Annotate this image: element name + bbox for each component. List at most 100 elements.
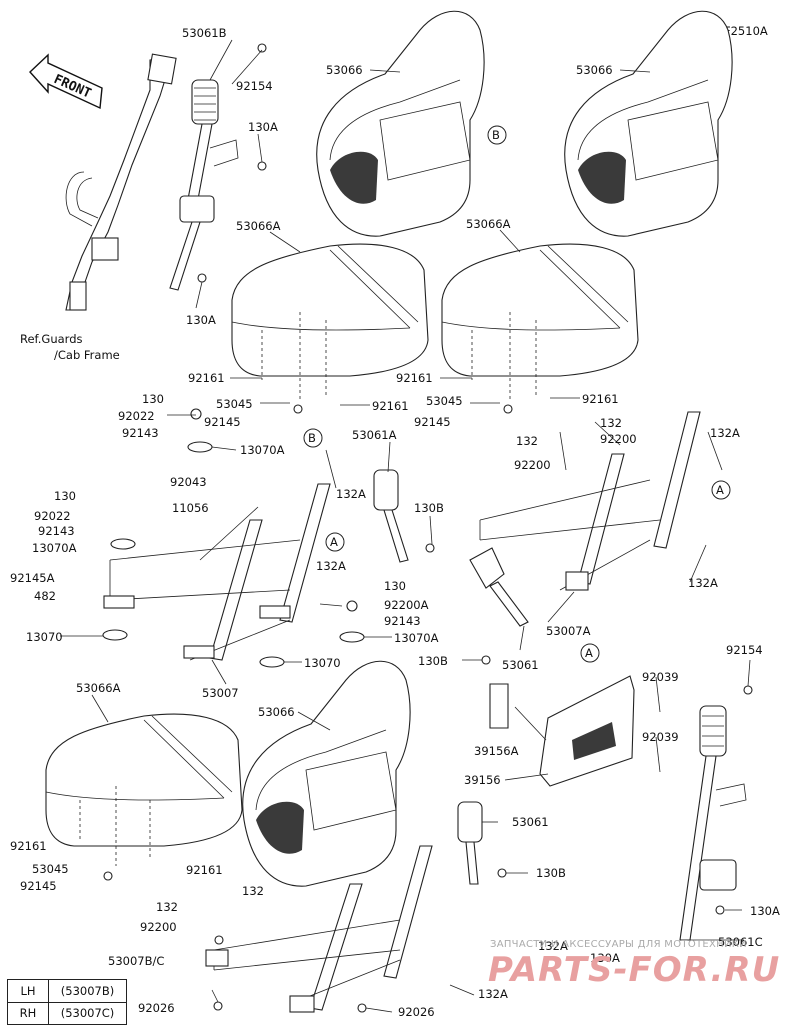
label-53066-top-center: 53066: [326, 63, 363, 77]
label-53061b: 53061B: [182, 26, 227, 40]
label-92143-a: 92143: [122, 426, 159, 440]
seat-cushion-53066a-bottom-left: [45, 713, 243, 866]
buckle-53061-mid-drawing: [469, 547, 529, 665]
label-13070a-b: 13070A: [32, 541, 77, 555]
label-130b-bottom: 130B: [536, 866, 566, 880]
label-92143-b: 92143: [38, 524, 75, 538]
label-132a-frame: 132A: [316, 559, 346, 573]
label-11056: 11056: [172, 501, 209, 515]
label-132-a: 132: [516, 434, 538, 448]
label-130-c: 130: [384, 579, 406, 593]
label-92154-top: 92154: [236, 79, 273, 93]
label-92161-f: 92161: [186, 863, 223, 877]
watermark-tagline: ЗАПЧАСТИ И АКСЕССУАРЫ ДЛЯ МОТОТЕХНИКИ: [490, 939, 747, 950]
label-13070a-a: 13070A: [240, 443, 285, 457]
label-130-b: 130: [54, 489, 76, 503]
figure-code: F2510A: [724, 24, 768, 38]
label-92145-a: 92145: [204, 415, 241, 429]
label-92161-c: 92161: [396, 371, 433, 385]
seat-back-53066-bottom: [242, 660, 411, 887]
label-53061c: 53061C: [718, 935, 763, 949]
label-92200-b: 92200: [600, 432, 637, 446]
label-13070a-c: 13070A: [394, 631, 439, 645]
callout-a-panel-text: A: [585, 646, 593, 660]
leader-lines: [60, 39, 751, 1013]
label-92145-b: 92145: [414, 415, 451, 429]
label-130a-belt-bottom: 130A: [186, 313, 216, 327]
label-92145-c: 92145: [20, 879, 57, 893]
legend-row-lh: LH (53007B): [8, 980, 126, 1003]
label-130a-top: 130A: [248, 120, 278, 134]
callout-b-mid-text: B: [308, 431, 316, 445]
hardware-drawing: [102, 404, 513, 1013]
seat-cushion-53066a-top-center: [231, 243, 429, 400]
label-92043: 92043: [170, 475, 207, 489]
label-132-d: 132: [156, 900, 178, 914]
label-130b-mid: 130B: [414, 501, 444, 515]
rops-tube-drawing: Ref.Guards /Cab Frame: [20, 53, 177, 362]
label-92022-a: 92022: [118, 409, 155, 423]
legend-part-lh: (53007B): [60, 984, 115, 998]
label-53066a-bottom: 53066A: [76, 681, 121, 695]
seat-frame-53007a: [479, 411, 701, 591]
label-53007: 53007: [202, 686, 239, 700]
label-132-c: 132: [242, 884, 264, 898]
label-53061-mid: 53061: [502, 658, 539, 672]
buckle-53061-bottom-drawing: [457, 801, 507, 885]
seat-frame-53007: [103, 483, 331, 661]
callout-a-right-text: A: [716, 483, 724, 497]
callout-b-top-text: B: [492, 128, 500, 142]
callout-b-top: B: [487, 125, 507, 145]
legend-side-rh: RH: [8, 1002, 49, 1024]
label-92039-a: 92039: [642, 670, 679, 684]
label-92026-a: 92026: [138, 1001, 175, 1015]
label-53061a: 53061A: [352, 428, 397, 442]
panel-39156-drawing: [489, 675, 635, 787]
callout-a-panel: A: [580, 643, 600, 663]
label-130b-left: 130B: [418, 654, 448, 668]
label-92161-a: 92161: [188, 371, 225, 385]
callout-a-right: A: [711, 480, 731, 500]
label-132a-bottom-mid: 132A: [538, 939, 568, 953]
ref-note-line-1: Ref.Guards: [20, 332, 82, 346]
front-arrow: FRONT: [29, 53, 103, 110]
label-92161-b: 92161: [372, 399, 409, 413]
label-92200-c: 92200: [140, 920, 177, 934]
seat-cushion-53066a-top-right: [441, 243, 639, 400]
label-53061-bottom: 53061: [512, 815, 549, 829]
label-92039-b: 92039: [642, 730, 679, 744]
label-92026-b: 92026: [398, 1005, 435, 1019]
label-92022-b: 92022: [34, 509, 71, 523]
label-130-a: 130: [142, 392, 164, 406]
label-92161-e: 92161: [10, 839, 47, 853]
label-92143-c: 92143: [384, 614, 421, 628]
label-39156a: 39156A: [474, 744, 519, 758]
callout-b-mid: B: [303, 428, 323, 448]
legend-side-lh: LH: [8, 980, 49, 1002]
seat-belt-53061b-drawing: [169, 43, 267, 291]
label-132a-right: 132A: [710, 426, 740, 440]
side-legend-table: LH (53007B) RH (53007C): [7, 979, 127, 1025]
label-53045-a: 53045: [216, 397, 253, 411]
seat-frame-53007bc: [205, 845, 433, 1013]
callout-a-mid-text: A: [330, 535, 338, 549]
seat-back-53066-top-center: [316, 10, 485, 237]
label-92161-d: 92161: [582, 392, 619, 406]
label-132a-bottom: 132A: [478, 987, 508, 1001]
label-53066a-top-center: 53066A: [236, 219, 281, 233]
label-13070-a: 13070: [26, 630, 63, 644]
ref-note-line-2: /Cab Frame: [54, 348, 120, 362]
legend-row-rh: RH (53007C): [8, 1002, 126, 1024]
label-53066-top-right: 53066: [576, 63, 613, 77]
label-53007bc: 53007B/C: [108, 954, 164, 968]
label-130a-bottom: 130A: [590, 951, 620, 965]
label-53066a-top-right: 53066A: [466, 217, 511, 231]
callout-a-mid: A: [325, 532, 345, 552]
watermark-logo: PARTS-FOR.RU: [488, 950, 781, 990]
label-482: 482: [34, 589, 56, 603]
label-132a-right-lower: 132A: [688, 576, 718, 590]
part-labels: 53061B 92154 130A 130A 53066 53066 53066…: [10, 26, 780, 1019]
label-132a-mid: 132A: [336, 487, 366, 501]
label-53066-bottom: 53066: [258, 705, 295, 719]
label-53045-b: 53045: [426, 394, 463, 408]
